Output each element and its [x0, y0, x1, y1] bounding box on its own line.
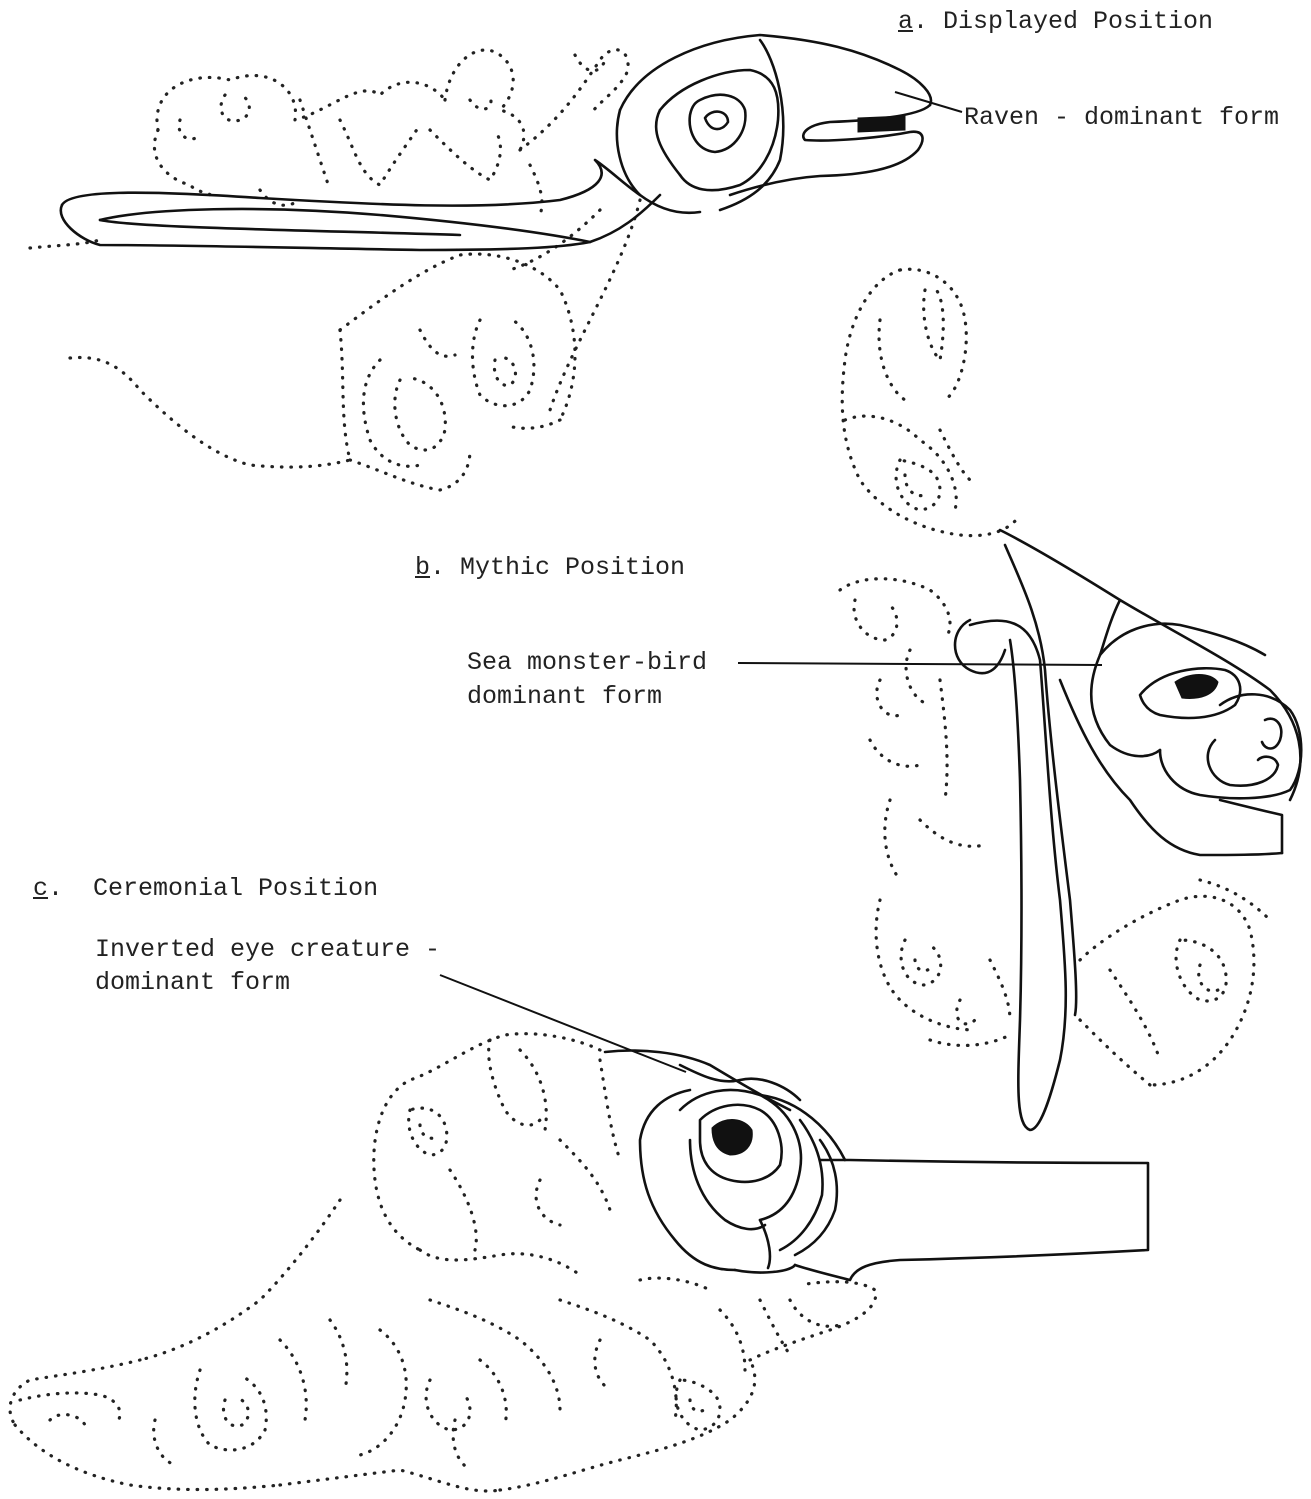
label-a-title: a. Displayed Position — [898, 6, 1213, 38]
figure-a-displayed — [30, 35, 962, 490]
figure-b-mythic — [738, 269, 1301, 1130]
figure-c-dotted-background — [10, 1034, 876, 1491]
label-c-note-line2: dominant form — [95, 967, 290, 999]
label-a-note: Raven - dominant form — [964, 102, 1279, 134]
label-c-title: c. Ceremonial Position — [33, 873, 378, 905]
raven-solid-form — [61, 35, 931, 250]
figure-a-dotted-background — [30, 50, 640, 490]
label-c-text: . Ceremonial Position — [48, 874, 378, 903]
sea-monster-bird-solid-form — [955, 530, 1301, 1130]
label-b-text: . Mythic Position — [430, 553, 685, 582]
sea-monster-leader-line — [738, 663, 1102, 665]
label-b-title: b. Mythic Position — [415, 552, 685, 584]
label-b-note-line2: dominant form — [467, 681, 662, 713]
label-c-letter: c — [33, 874, 48, 903]
label-b-note-line1: Sea monster-bird — [467, 647, 707, 679]
label-b-letter: b — [415, 553, 430, 582]
inverted-eye-creature-solid-form — [605, 1051, 1148, 1280]
label-c-note-line1: Inverted eye creature - — [95, 934, 440, 966]
eye-creature-leader-line — [440, 975, 686, 1072]
label-a-text: . Displayed Position — [913, 7, 1213, 36]
label-a-letter: a — [898, 7, 913, 36]
figure-c-ceremonial — [10, 975, 1148, 1491]
